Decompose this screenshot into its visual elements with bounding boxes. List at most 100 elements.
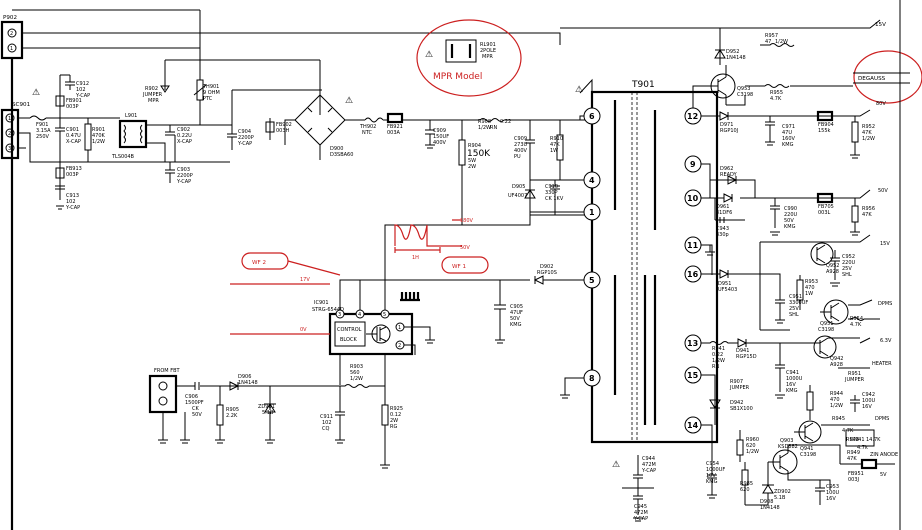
cap-c911: C911 102 CQ	[320, 386, 345, 444]
cap-c909: C909 150UF 400V	[425, 128, 449, 149]
svg-text:003H: 003H	[276, 128, 290, 134]
svg-text:620: 620	[740, 487, 750, 493]
svg-text:102: 102	[322, 420, 332, 426]
svg-text:RGP10S: RGP10S	[537, 270, 557, 276]
svg-text:1/2W: 1/2W	[830, 403, 843, 409]
svg-text:1/2W: 1/2W	[350, 376, 363, 382]
svg-text:1000U: 1000U	[786, 376, 803, 382]
resistor-r941: R941 0.22 1/2W RN	[701, 341, 738, 370]
transformer-t901: T901	[590, 80, 719, 444]
thermistor-th902: TH902 NTC	[359, 117, 384, 136]
ferrite-fb921: FB921 003A	[386, 112, 404, 136]
svg-text:50V: 50V	[460, 245, 470, 251]
svg-text:C990: C990	[784, 206, 797, 212]
svg-text:UF4007: UF4007	[508, 193, 527, 199]
svg-text:SHL: SHL	[842, 272, 852, 278]
svg-text:D962: D962	[720, 166, 733, 172]
svg-text:2W: 2W	[390, 418, 398, 424]
ferrite-fb902: FB902 003H	[265, 118, 292, 140]
svg-text:ZD901: ZD901	[258, 404, 275, 410]
svg-text:Q951: Q951	[820, 321, 833, 327]
svg-text:1/2W: 1/2W	[775, 39, 788, 45]
svg-text:5: 5	[383, 312, 386, 318]
svg-text:CK 1KV: CK 1KV	[545, 196, 564, 202]
cap-c912: C912 102 Y-CAP	[60, 74, 90, 99]
cap-c905: C905 47UF 50V KMG	[494, 280, 523, 344]
svg-text:NTC: NTC	[362, 130, 373, 136]
cap-c952: C952 220U 25V SHL	[830, 250, 856, 287]
diode-d902: D902 RGP10S	[533, 264, 557, 285]
svg-text:C942: C942	[862, 392, 875, 398]
svg-text:TLS004B: TLS004B	[111, 154, 135, 160]
svg-text:D900: D900	[330, 146, 343, 152]
svg-text:STRG-6544D: STRG-6544D	[312, 307, 344, 313]
diode-d941: D941 RGP15D	[736, 338, 757, 360]
svg-text:47K: 47K	[862, 130, 872, 136]
svg-text:Y-CAP: Y-CAP	[633, 516, 648, 522]
svg-text:R954: R954	[850, 316, 863, 322]
cap-c903: C903 2200P Y-CAP	[165, 162, 193, 185]
svg-text:FB705: FB705	[818, 204, 834, 210]
svg-text:472M: 472M	[634, 510, 648, 516]
svg-text:IC901: IC901	[314, 300, 329, 306]
waveform-annotation: 1H 180V 50V WF 1 WF 2 17V 0V	[230, 218, 489, 335]
svg-text:4: 4	[589, 176, 595, 185]
resistor-r908: R908 0.22 1/2W RN	[478, 118, 590, 131]
svg-text:KMG: KMG	[782, 142, 794, 148]
svg-text:1/2W: 1/2W	[712, 358, 725, 364]
svg-text:150K: 150K	[467, 149, 491, 159]
svg-text:UF5403: UF5403	[718, 287, 737, 293]
svg-text:16V: 16V	[826, 496, 836, 502]
svg-text:220U: 220U	[842, 260, 856, 266]
resistor-r951: R951 JUMPER	[838, 367, 870, 383]
svg-text:4.7K: 4.7K	[770, 96, 782, 102]
mpr-model-label: MPR Model	[433, 72, 482, 82]
svg-text:400V: 400V	[514, 148, 528, 154]
svg-text:D961: D961	[716, 204, 729, 210]
svg-text:50V: 50V	[510, 316, 520, 322]
svg-text:003J: 003J	[848, 477, 859, 483]
svg-text:ANODE: ANODE	[880, 452, 898, 458]
svg-text:47K: 47K	[550, 142, 560, 148]
svg-text:3.15A: 3.15A	[36, 128, 51, 134]
svg-text:RGP15D: RGP15D	[736, 354, 757, 360]
svg-text:R951: R951	[848, 371, 861, 377]
svg-text:C3198: C3198	[818, 327, 834, 333]
connector-p902: P902 2 1	[0, 15, 24, 60]
svg-text:0V: 0V	[300, 327, 307, 333]
svg-text:D971: D971	[720, 122, 733, 128]
diode-d952: D952 1N4148	[714, 45, 746, 65]
svg-text:SB1X100: SB1X100	[730, 406, 753, 412]
svg-text:R905: R905	[226, 407, 239, 413]
svg-text:250V: 250V	[36, 134, 50, 140]
svg-text:R956: R956	[862, 206, 875, 212]
resistor-r955: R955 4.7K	[764, 84, 790, 102]
svg-text:160V: 160V	[782, 136, 796, 142]
svg-text:PU: PU	[514, 154, 521, 160]
svg-text:3: 3	[338, 312, 341, 318]
svg-text:16: 16	[687, 270, 699, 279]
svg-text:C906: C906	[185, 394, 198, 400]
svg-text:R952: R952	[862, 124, 875, 130]
svg-text:14.7K: 14.7K	[866, 437, 881, 443]
resistor-r903: R903 560 1/2W	[340, 364, 385, 388]
degauss-output: DEGAUSS	[853, 50, 922, 104]
svg-text:C909: C909	[433, 128, 446, 134]
ferrite-fb951: FB951 003J	[848, 458, 878, 483]
ferrite-fb913: FB913 003P	[55, 162, 82, 200]
svg-text:C902: C902	[177, 127, 190, 133]
svg-text:4.7K: 4.7K	[850, 322, 862, 328]
rail-dpms-2: DPMS	[875, 416, 889, 422]
transistor-q942: Q942 A928	[813, 335, 860, 368]
svg-text:6: 6	[589, 112, 595, 121]
svg-text:RN: RN	[712, 364, 719, 370]
svg-text:KMG: KMG	[510, 322, 522, 328]
svg-text:RL901: RL901	[480, 42, 496, 48]
svg-text:273U: 273U	[514, 142, 528, 148]
svg-text:MPR: MPR	[148, 98, 159, 104]
svg-text:C951: C951	[789, 294, 802, 300]
svg-text:330P: 330P	[545, 190, 558, 196]
svg-text:14: 14	[687, 421, 699, 430]
svg-text:1: 1	[398, 325, 401, 331]
svg-text:TH902: TH902	[359, 124, 376, 130]
